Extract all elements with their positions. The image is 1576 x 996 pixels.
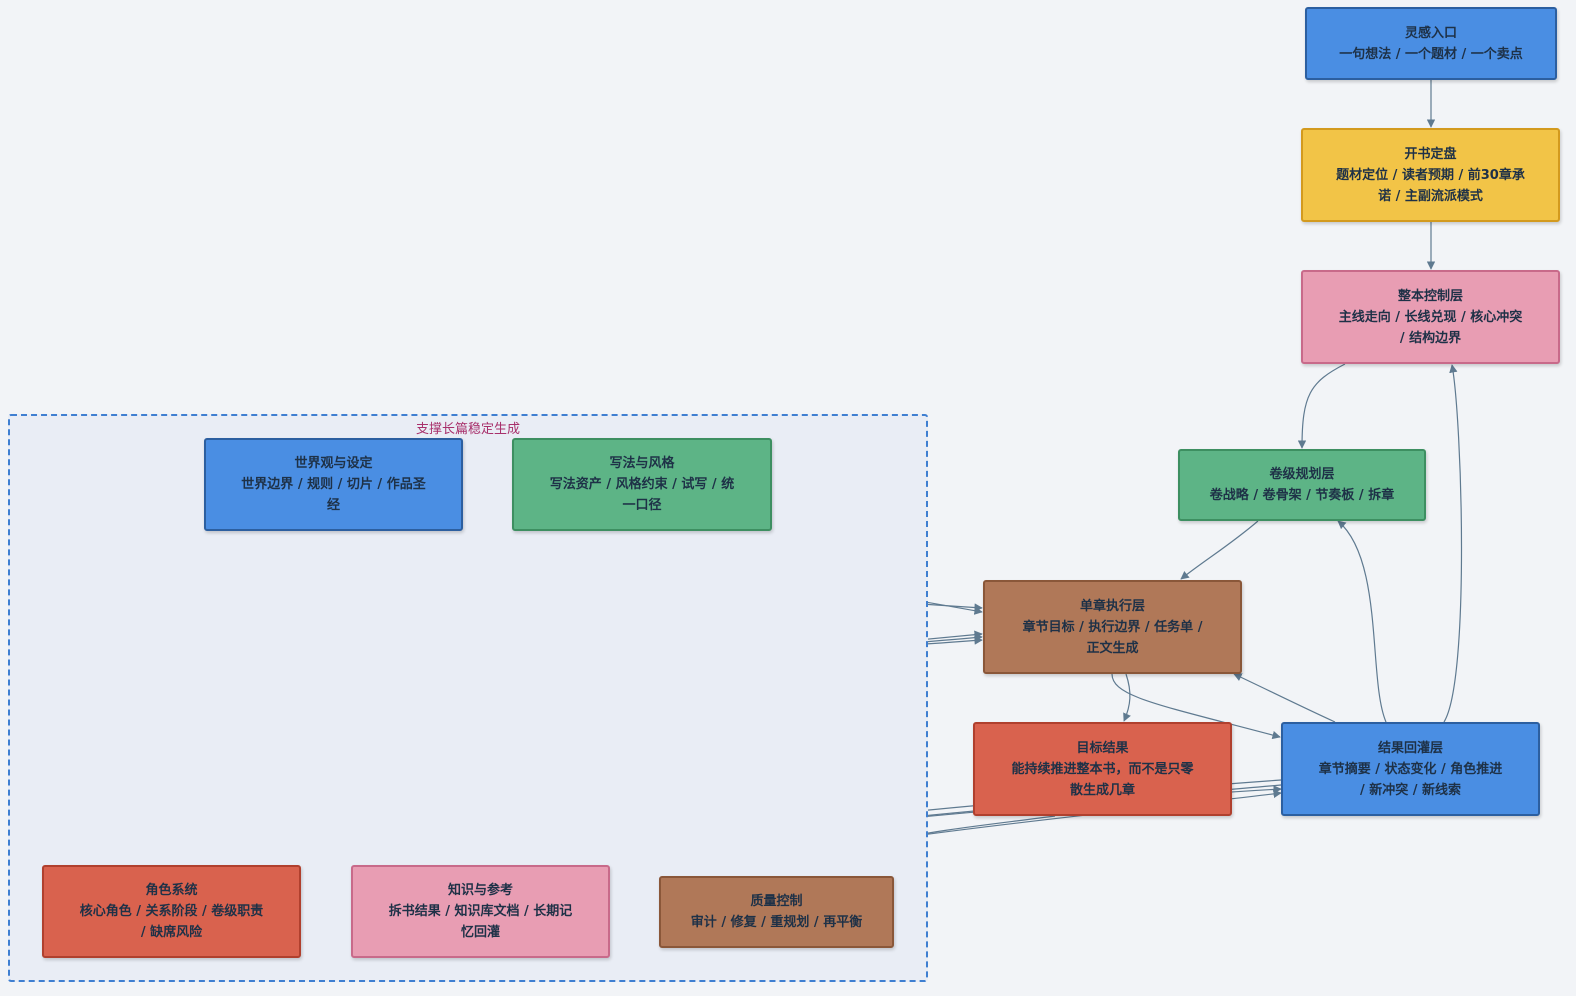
edge-chapter-goal [1123,673,1131,722]
node-chapter[interactable]: 单章执行层 章节目标 / 执行边界 / 任务单 / 正文生成 [983,580,1242,674]
node-title: 结果回灌层 [1377,740,1443,756]
node-text: 一句想法 / 一个题材 / 一个卖点 [1339,46,1523,62]
node-text: 诺 / 主副流派模式 [1378,188,1483,204]
node-inspiration[interactable]: 灵感入口 一句想法 / 一个题材 / 一个卖点 [1305,7,1557,80]
node-world[interactable]: 世界观与设定 世界边界 / 规则 / 切片 / 作品圣 经 [204,438,463,531]
node-opening[interactable]: 开书定盘 题材定位 / 读者预期 / 前30章承 诺 / 主副流派模式 [1301,128,1560,222]
node-title: 单章执行层 [1079,598,1145,614]
node-title: 写法与风格 [609,456,675,471]
node-text: 拆书结果 / 知识库文档 / 长期记 [388,904,573,919]
node-text: 正文生成 [1086,640,1139,656]
node-book-control[interactable]: 整本控制层 主线走向 / 长线兑现 / 核心冲突 / 结构边界 [1301,270,1560,364]
node-text: / 新冲突 / 新线索 [1359,782,1462,798]
node-title: 知识与参考 [447,883,513,898]
node-title: 开书定盘 [1404,146,1457,162]
node-style[interactable]: 写法与风格 写法资产 / 风格约束 / 试写 / 统 一口径 [512,438,772,531]
node-text: 审计 / 修复 / 重规划 / 再平衡 [690,915,863,930]
cluster-label: 支撑长篇稳定生成 [415,422,520,437]
edge-feedback-volume [1337,520,1387,723]
node-title: 卷级规划层 [1269,467,1335,482]
node-goal[interactable]: 目标结果 能持续推进整本书，而不是只零 散生成几章 [973,722,1232,816]
node-text: 章节目标 / 执行边界 / 任务单 / [1022,619,1203,635]
node-text: 核心角色 / 关系阶段 / 卷级职责 [79,904,264,919]
node-title: 灵感入口 [1404,25,1457,41]
node-title: 目标结果 [1076,740,1129,756]
node-text: 章节摘要 / 状态变化 / 角色推进 [1318,761,1503,777]
edge-feedback-bookcontrol [1443,364,1463,723]
node-title: 角色系统 [145,883,198,898]
node-title: 整本控制层 [1397,288,1463,304]
node-text: 经 [326,498,340,513]
edge-volume-chapter [1180,520,1259,580]
node-title: 质量控制 [750,894,803,909]
edge-feedback-chapter [1233,673,1336,723]
node-text: 写法资产 / 风格约束 / 试写 / 统 [549,477,735,492]
node-feedback[interactable]: 结果回灌层 章节摘要 / 状态变化 / 角色推进 / 新冲突 / 新线索 [1281,722,1540,816]
edge-bookcontrol-volume [1297,363,1346,449]
node-text: / 缺席风险 [140,925,203,940]
node-text: 卷战略 / 卷骨架 / 节奏板 / 拆章 [1209,488,1395,503]
node-text: 主线走向 / 长线兑现 / 核心冲突 [1338,309,1523,325]
node-text: 散生成几章 [1069,782,1135,798]
node-volume[interactable]: 卷级规划层 卷战略 / 卷骨架 / 节奏板 / 拆章 [1178,449,1426,521]
node-text: 题材定位 / 读者预期 / 前30章承 [1336,167,1525,183]
node-title: 世界观与设定 [294,456,373,471]
node-character[interactable]: 角色系统 核心角色 / 关系阶段 / 卷级职责 / 缺席风险 [42,865,301,958]
node-text: / 结构边界 [1399,330,1462,346]
node-text: 世界边界 / 规则 / 切片 / 作品圣 [241,477,426,492]
edge-chapter-feedback [1111,673,1281,740]
node-quality[interactable]: 质量控制 审计 / 修复 / 重规划 / 再平衡 [659,876,894,948]
node-text: 能持续推进整本书，而不是只零 [1011,761,1194,777]
node-text: 一口径 [622,498,662,513]
node-text: 忆回灌 [460,925,500,940]
node-knowledge[interactable]: 知识与参考 拆书结果 / 知识库文档 / 长期记 忆回灌 [351,865,610,958]
